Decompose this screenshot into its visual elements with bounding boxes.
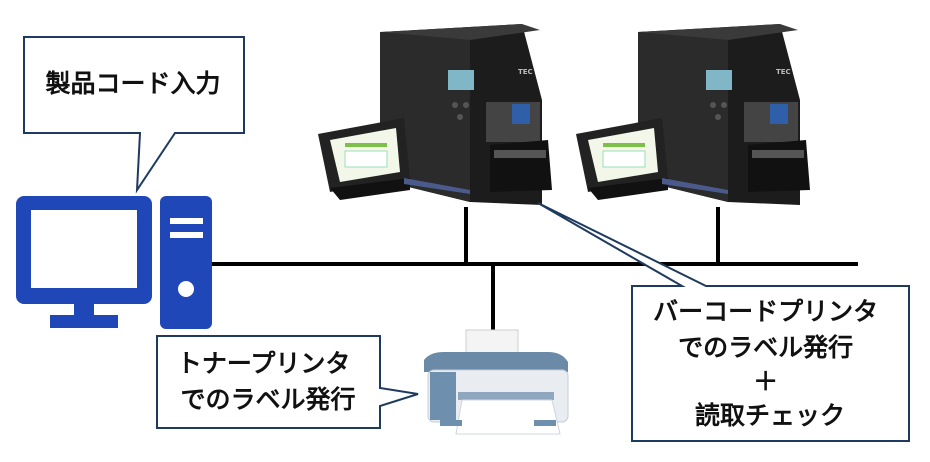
callout-barcode-text: バーコードプリンタ でのラベル発行 ＋ 読取チェック: [653, 297, 887, 430]
printer-button: [452, 102, 458, 108]
check-monitor-cable: [404, 178, 470, 194]
callout-pc-input-bubble: [23, 36, 245, 194]
printer-paper-out: [455, 399, 561, 435]
printer-button: [457, 114, 463, 120]
printer-scanner-head: [770, 104, 788, 124]
callout-pc-input: 製品コード入力: [23, 36, 245, 194]
check-monitor-ui: [602, 150, 646, 168]
monitor-screen: [31, 210, 137, 288]
printer-foot: [440, 420, 462, 426]
callout-barcode-bubble: [537, 202, 910, 442]
check-monitor-stand: [588, 178, 668, 200]
monitor-neck: [74, 304, 94, 316]
printer-button: [463, 102, 469, 108]
network-lines: [210, 207, 858, 330]
callout-toner-text: トナープリンタ でのラベル発行: [177, 349, 359, 414]
printer-scanner-head: [512, 104, 530, 124]
callout-pc-input-text: 製品コード入力: [44, 69, 220, 98]
printer-button: [721, 102, 727, 108]
monitor-base: [50, 315, 118, 328]
callout-barcode-line-3: 読取チェック: [695, 401, 845, 430]
printer-lcd: [706, 70, 732, 90]
printer-label-slot: [752, 150, 804, 158]
callout-barcode-line-1: バーコードプリンタ: [653, 297, 878, 326]
callout-barcode-line-2: でのラベル発行: [678, 333, 853, 362]
printer-brand-label: TEC: [776, 68, 791, 76]
callout-toner-line-1: トナープリンタ: [177, 349, 351, 378]
check-monitor-ui: [345, 143, 387, 147]
printer-body-top: [638, 24, 798, 40]
tower-slot-2: [170, 232, 203, 238]
check-monitor-ui: [344, 150, 388, 168]
printer-button: [715, 114, 721, 120]
tower: [160, 196, 212, 329]
printer-panel: [430, 372, 456, 420]
printer-top: [424, 352, 568, 372]
tower-slot-1: [170, 218, 203, 224]
printer-lcd: [448, 70, 474, 90]
printer-foot: [534, 420, 556, 426]
desktop-computer-icon: [16, 196, 212, 329]
printer-label-slot: [494, 150, 546, 158]
printer-output-slot: [458, 392, 554, 400]
printer-cutter: [748, 140, 810, 192]
tower-power-button: [178, 281, 194, 297]
industrial-label-printer-icon: TEC: [576, 24, 810, 205]
inkjet-printer-icon: [424, 329, 569, 435]
callout-toner-line-2: でのラベル発行: [180, 385, 355, 414]
callout-barcode-plus: ＋: [753, 367, 778, 396]
check-monitor-cable: [662, 178, 728, 194]
callout-toner-printer: トナープリンタ でのラベル発行: [156, 335, 419, 429]
industrial-label-printer-icon: TEC: [318, 24, 552, 205]
printer-paper-in: [465, 329, 519, 355]
printer-button: [710, 102, 716, 108]
check-monitor-stand: [330, 178, 410, 200]
printer-cutter: [490, 140, 552, 192]
callout-toner-bubble: [156, 335, 419, 429]
printer-brand-label: TEC: [518, 68, 533, 76]
check-monitor-ui: [603, 143, 645, 147]
callout-barcode-printer: バーコードプリンタ でのラベル発行 ＋ 読取チェック: [537, 202, 910, 442]
printer-body-top: [380, 24, 540, 40]
